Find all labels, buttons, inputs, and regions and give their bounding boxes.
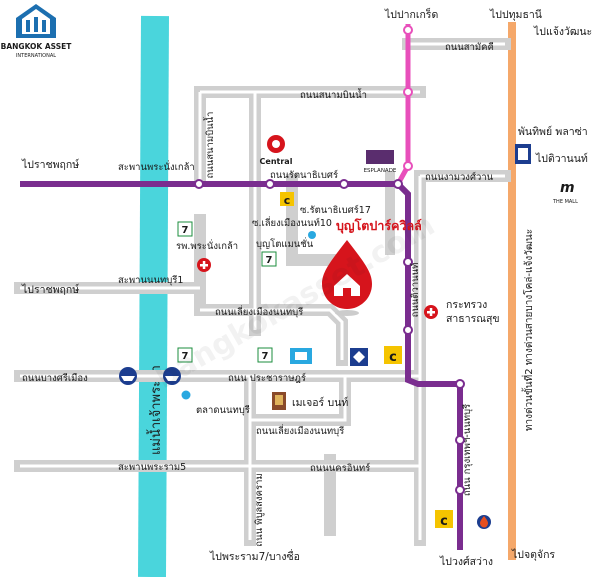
river-label: แม่น้ำเจ้าพระยา [146, 365, 164, 455]
station-dot [455, 379, 465, 389]
bank-diamond-icon [350, 348, 368, 366]
station-dot [393, 179, 403, 189]
the-mall-label: THE MALL [552, 199, 578, 205]
svg-text:7: 7 [266, 255, 273, 266]
the-mall-landmark: m THE MALL [552, 180, 578, 205]
road-phibunsongkhram: ถนน พิบูลสงคราม [254, 473, 265, 546]
road-soi17: ซ.รัตนาธิเบศร์17 [300, 204, 371, 216]
dir-ratchaphruek-mid: ไปราชพฤกษ์ [21, 283, 79, 296]
road-sanambinnam-vertical: ถนนสนามบินน้ำ [203, 112, 216, 179]
svg-text:m: m [560, 180, 575, 196]
svg-text:c: c [389, 350, 397, 365]
seven-eleven-icon: 7 [177, 221, 193, 237]
dir-wongsawang: ไปวงศ์สว่าง [439, 555, 493, 568]
svg-text:7: 7 [262, 351, 269, 362]
central-label: Central [260, 157, 293, 166]
central-landmark: Central [260, 135, 293, 166]
bridge-rama5: สะพานพระราม5 [118, 462, 186, 473]
logo-name: BANGKOK ASSET [1, 42, 73, 51]
road-center-lines [20, 42, 505, 540]
hospital-cross-icon [197, 258, 211, 272]
bangkok-asset-logo: BANGKOK ASSET INTERNATIONAL [1, 4, 73, 59]
project-label: บุญโตปาร์ควิลล์ [336, 218, 422, 234]
boon-mansion-label: บุญโตแมนชั่น [256, 237, 314, 250]
marker-dot-icon [308, 231, 316, 239]
station-dot [403, 87, 413, 97]
road-samakkhi: ถนนสามัคคี [445, 41, 494, 53]
station-dot [265, 179, 275, 189]
dir-pathum-thani: ไปปทุมธานี [489, 8, 542, 21]
bridge-nonthaburi: สะพานนนทบุรี1 [118, 274, 183, 286]
road-ngamwongwan: ถนนงามวงศ์วาน [425, 171, 494, 183]
expressway-label: ทางด่วนขั้นที่2 ทางด่วนสายบางโคล่-แจ้งวั… [521, 229, 535, 431]
seven-eleven-icon: 7 [177, 347, 193, 363]
svg-text:c: c [440, 514, 448, 529]
major-label: เมเจอร์ บนท์ [292, 396, 348, 409]
ministry-cross-icon [424, 305, 438, 319]
station-dot [403, 257, 413, 267]
road-rattanathibet: ถนนรัตนาธิเบศร์ [270, 169, 338, 181]
road-krung-thep-nonthaburi: ถนน กรุงเทพฯ-นนทบุรี [461, 404, 473, 496]
dir-tiwanon: ไปติวานนท์ [535, 152, 588, 165]
road-pracharat: ถนน ประชาราษฎร์ [228, 372, 306, 384]
dir-ratchaphruek-top: ไปราชพฤกษ์ [21, 158, 79, 171]
bank-icon [290, 348, 312, 364]
svg-text:7: 7 [182, 351, 189, 362]
station-dot [403, 25, 413, 35]
road-nakhon-in: ถนนนครอินทร์ [310, 462, 370, 474]
station-dot [194, 179, 204, 189]
market-label: ตลาดนนทบุรี [196, 404, 250, 416]
market-dot-icon [181, 390, 191, 400]
station-dots [194, 179, 465, 495]
seven-eleven-icon: 7 [261, 251, 277, 267]
road-sanambinnam: ถนนสนามบินน้ำ [300, 88, 367, 101]
station-dot [403, 161, 413, 171]
ferry-pier-icon [163, 367, 181, 385]
dir-rama7-bangsue: ไปพระราม7/บางซื่อ [209, 549, 300, 563]
road-liang-mueang-2: ถนนเลี่ยงเมืองนนทบุรี [256, 424, 344, 437]
logo-sub: INTERNATIONAL [16, 53, 56, 59]
major-cinema-icon [272, 392, 286, 410]
dir-chatuchak: ไปจตุจักร [511, 548, 555, 561]
esplanade-landmark: ESPLANADE [364, 150, 397, 174]
seven-eleven-icon: 7 [257, 347, 273, 363]
dir-chaeng-watthana: ไปแจ้งวัฒนะ [533, 25, 592, 38]
soi-liang-mueang-10: ซ.เลี่ยงเมืองนนท์10 [252, 216, 332, 229]
esplanade-label: ESPLANADE [364, 168, 397, 174]
pink-station-dots [403, 25, 413, 171]
station-dot [403, 325, 413, 335]
station-dot [455, 435, 465, 445]
road-tiwanon: ถนนติวานนท์ [409, 263, 421, 318]
svg-text:7: 7 [182, 225, 189, 236]
chao-phraya-river [138, 15, 169, 577]
road-bangsrimuang: ถนนบางศรีเมือง [22, 372, 88, 384]
ferry-pier-icon [119, 367, 137, 385]
svg-text:c: c [284, 194, 291, 207]
road-liang-mueang-1: ถนนเลี่ยงเมืองนนทบุรี [215, 305, 303, 318]
ministry-label-2: สาธารณสุข [446, 313, 500, 325]
lotus-icon: c [435, 510, 453, 529]
hospital-label: รพ.พระนั่งเกล้า [176, 239, 238, 252]
station-dot [339, 179, 349, 189]
lotus-icon: c [384, 346, 402, 365]
bridge-phra-nang-klao: สะพานพระนั่งเกล้า [118, 160, 195, 173]
phantip-label: พันทิพย์ พลาซ่า [518, 125, 588, 138]
project-pin-icon [322, 240, 372, 316]
gas-station-icon [477, 515, 491, 529]
building-icon [515, 144, 531, 164]
station-dot [455, 485, 465, 495]
lotus-icon: c [280, 192, 294, 207]
ministry-label: กระทรวง [446, 299, 487, 311]
dir-pak-kret: ไปปากเกร็ด [384, 7, 438, 21]
